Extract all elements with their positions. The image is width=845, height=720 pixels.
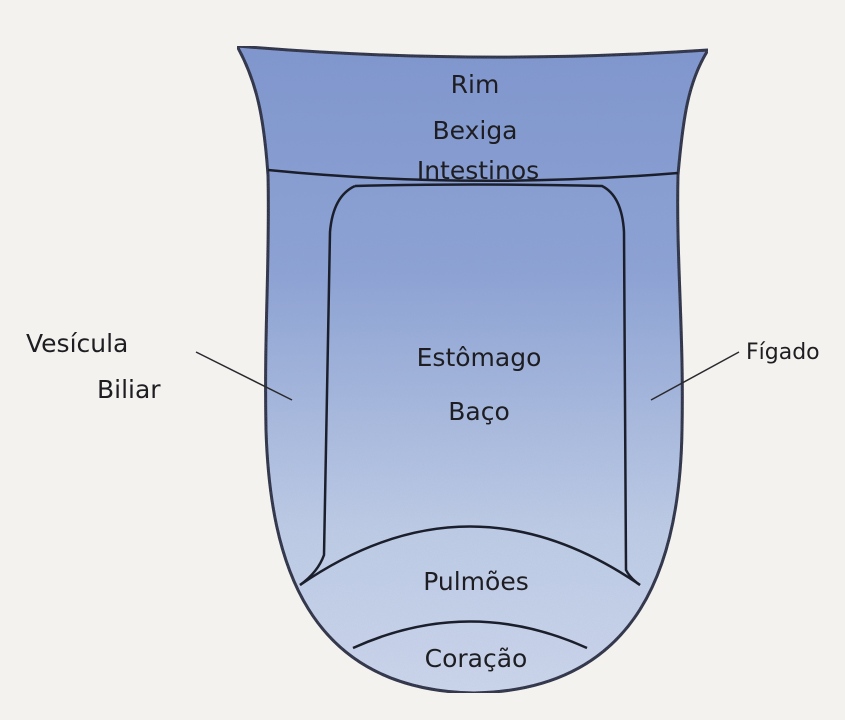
gallbladder-label-line2: Biliar [97,375,161,404]
root-divider-line [267,168,679,183]
gallbladder-label-line1: Vesícula [26,329,129,358]
spleen-label: Baço [448,397,510,426]
heart-label: Coração [424,644,528,673]
stomach-label: Estômago [416,343,542,372]
center-zone-outline-left [299,184,356,587]
gallbladder-leader-line [195,351,293,401]
lungs-divider-line [299,525,641,587]
kidney-label: Rim [450,70,500,99]
liver-leader-line [650,351,740,401]
bladder-label: Bexiga [432,116,518,145]
tongue-outline [234,44,711,695]
liver-label: Fígado [746,340,820,365]
heart-divider-line [352,620,588,650]
center-zone-outline [354,183,641,587]
intestines-label: Intestinos [416,156,540,185]
lungs-label: Pulmões [423,567,529,596]
